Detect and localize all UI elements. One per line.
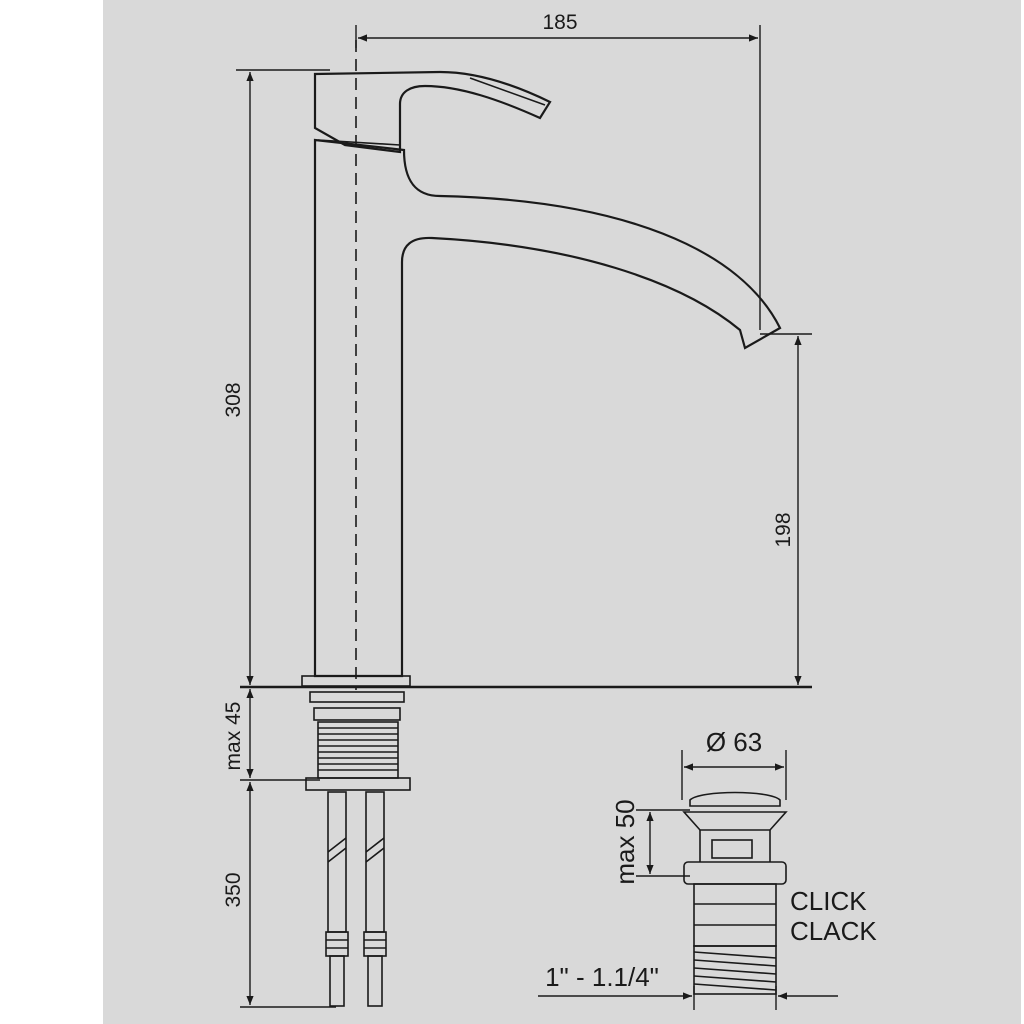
dim-spout-reach-label: 185	[542, 11, 577, 34]
drawing-background	[103, 0, 1021, 1024]
threaded-shank	[305, 691, 411, 791]
drain-type-label-line1: CLICK	[790, 886, 867, 916]
dim-drain-diameter-label: Ø 63	[706, 727, 762, 757]
click-clack-drain	[682, 791, 788, 995]
dim-drain-height-label: max 50	[610, 799, 640, 884]
dim-total-height-label: 308	[222, 382, 245, 417]
faucet-body	[313, 138, 782, 678]
dim-drain-thread-label: 1" - 1.1/4"	[545, 962, 659, 992]
dim-mount-thickness-label: max 45	[222, 702, 245, 771]
dim-spout-height-label: 198	[772, 512, 795, 547]
supply-hoses	[325, 791, 387, 1007]
dim-hose-length-label: 350	[222, 872, 245, 907]
drain-type-label-line2: CLACK	[790, 916, 877, 946]
faucet-lever-handle	[313, 70, 552, 154]
